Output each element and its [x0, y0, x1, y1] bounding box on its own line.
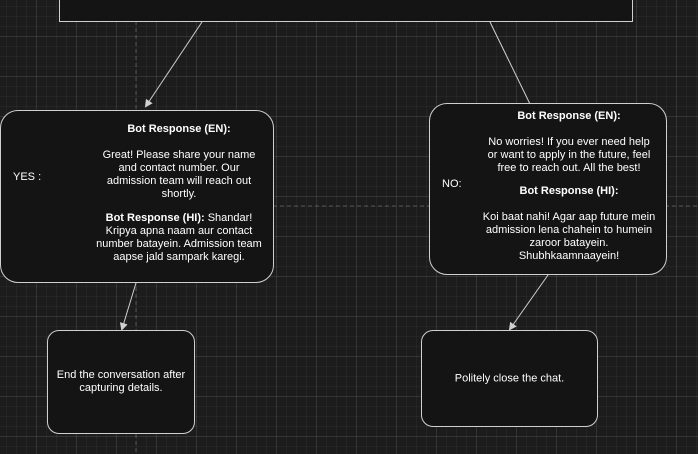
no-response-node[interactable]: NO: Bot Response (EN): No worries! If yo… [429, 103, 667, 275]
connector-top-to-no[interactable] [489, 21, 531, 105]
end-conversation-text: End the conversation after capturing det… [56, 369, 186, 394]
end-conversation-node[interactable]: End the conversation after capturing det… [47, 330, 195, 434]
no-en-heading: Bot Response (EN): [517, 110, 621, 122]
connector-yes-to-end[interactable] [119, 282, 137, 331]
no-hi-text: Koi baat nahi! Agar aap future mein admi… [482, 211, 656, 262]
yes-en-text: Great! Please share your name and contac… [102, 149, 256, 200]
close-chat-node[interactable]: Politely close the chat. [421, 330, 598, 427]
yes-hi-heading: Bot Response (HI): [105, 212, 205, 224]
no-label: NO: [442, 178, 462, 190]
top-node[interactable] [59, 0, 633, 22]
close-chat-text: Politely close the chat. [454, 372, 565, 384]
yes-label: YES : [13, 171, 42, 183]
no-hi-heading: Bot Response (HI): [519, 185, 619, 197]
no-en-text: No worries! If you ever need help or wan… [487, 136, 651, 174]
yes-hi-text: Shandar! Kripya apna naam aur contact nu… [96, 212, 262, 263]
yes-hi-paragraph: Bot Response (HI): Shandar! Kripya apna … [95, 212, 263, 264]
connector-no-to-close[interactable] [508, 274, 549, 331]
yes-en-heading: Bot Response (EN): [127, 123, 231, 135]
yes-response-node[interactable]: YES : Bot Response (EN): Great! Please s… [0, 110, 274, 283]
connector-top-to-yes[interactable] [144, 21, 203, 108]
